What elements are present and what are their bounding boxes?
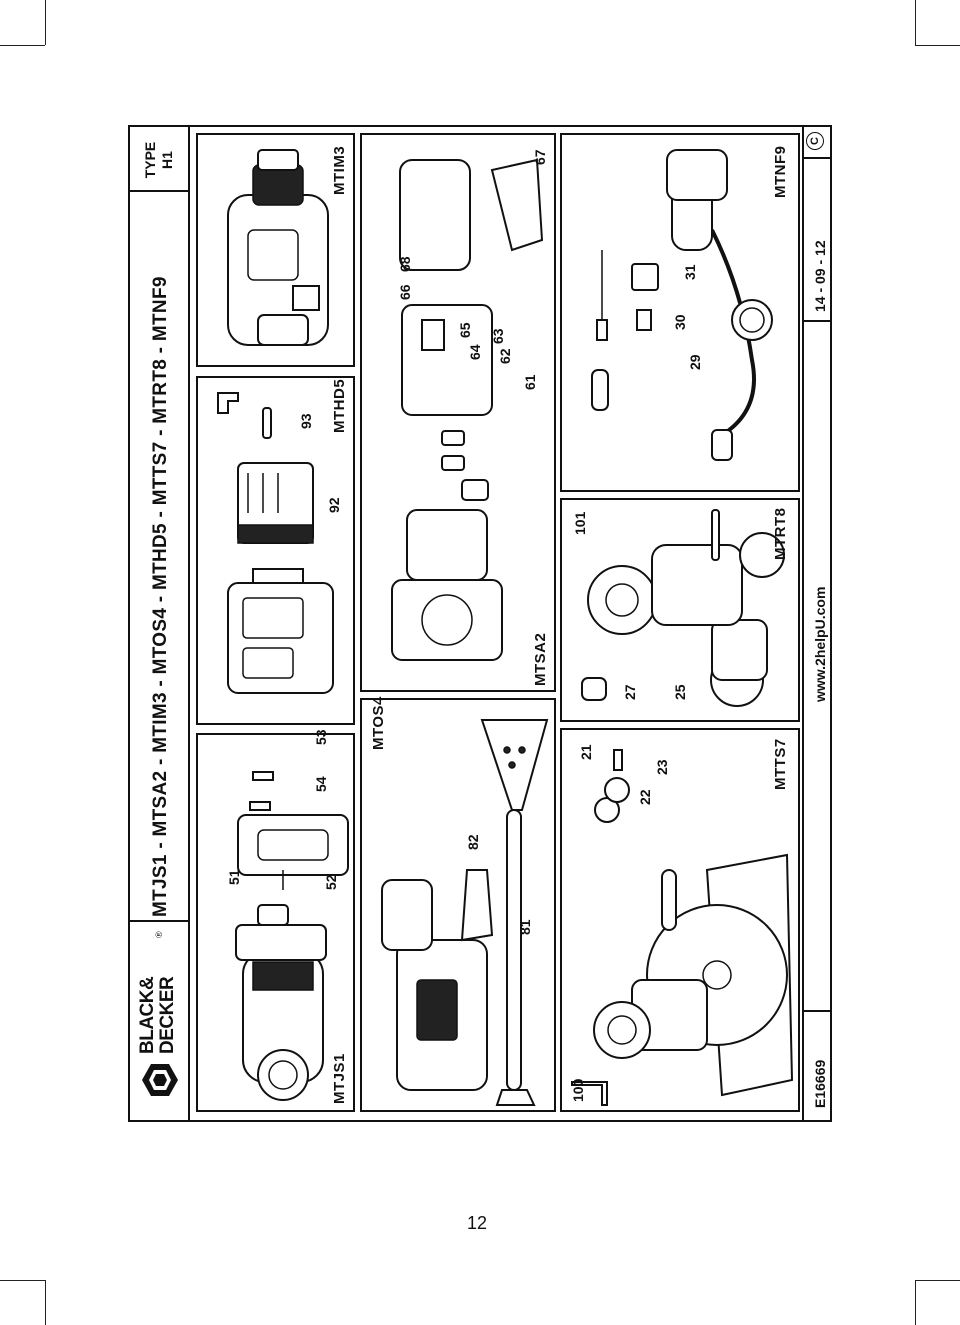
part-number: 101 xyxy=(572,511,588,535)
footer-divider xyxy=(802,157,830,159)
mtts7-drawing xyxy=(571,749,794,1106)
crop-mark xyxy=(915,45,960,46)
crop-mark xyxy=(915,1280,916,1325)
footer-divider xyxy=(802,320,830,322)
mtsa2-drawing xyxy=(391,158,544,661)
part-number: 82 xyxy=(465,834,481,850)
part-number: 27 xyxy=(622,684,638,700)
panel-mtjs1: MTJS1 51 52 53 54 xyxy=(196,729,355,1112)
footer-rule xyxy=(802,125,804,1122)
part-number: 23 xyxy=(654,759,670,775)
panel-label: MTIM3 xyxy=(331,145,348,195)
panel-label: MTHD5 xyxy=(331,378,348,433)
part-number: 65 xyxy=(457,322,473,338)
part-number: 92 xyxy=(326,497,342,513)
crop-mark xyxy=(45,0,46,45)
panel-mtts7: 100 21 22 23 MTTS7 xyxy=(560,728,800,1112)
part-number: 54 xyxy=(313,776,329,792)
revision-date: 14 - 09 - 12 xyxy=(812,240,828,312)
website: www.2helpU.com xyxy=(812,586,828,702)
brand-logo: BLACK& DECKER ® xyxy=(134,925,184,1100)
part-number: 62 xyxy=(497,348,513,364)
type-value: H1 xyxy=(159,151,175,169)
panel-label: MTRT8 xyxy=(772,507,789,561)
document-code: E16669 xyxy=(812,1059,828,1108)
header-divider xyxy=(128,190,188,192)
part-number: 81 xyxy=(517,919,533,935)
panel-label: MTTS7 xyxy=(772,738,789,790)
part-number: 30 xyxy=(672,314,688,330)
part-number: 100 xyxy=(570,1078,586,1102)
mtim3-drawing xyxy=(227,149,329,346)
part-number: 31 xyxy=(682,264,698,280)
mtjs1-drawing xyxy=(235,771,349,1101)
part-number: 52 xyxy=(323,874,339,890)
type-box: TYPE H1 xyxy=(142,135,176,185)
panel-mthd5: 92 93 MTHD5 xyxy=(196,376,355,725)
header-divider xyxy=(128,920,188,922)
mthd5-drawing xyxy=(217,392,334,694)
panel-mtnf9: 29 30 31 MTNF9 xyxy=(560,133,800,492)
copyright-mark: C xyxy=(806,132,824,150)
part-number: 66 xyxy=(397,284,413,300)
part-number: 53 xyxy=(313,729,329,745)
brand-hex-icon xyxy=(142,1064,178,1096)
mtrt8-drawing xyxy=(581,509,785,707)
part-number: 93 xyxy=(298,413,314,429)
panel-mtim3: MTIM3 xyxy=(196,133,355,367)
part-number: 29 xyxy=(687,354,703,370)
part-number: 67 xyxy=(532,149,548,165)
part-number: 25 xyxy=(672,684,688,700)
brand-line1: BLACK& xyxy=(137,976,158,1054)
mtos4-drawing xyxy=(381,719,549,1106)
panel-mtos4: 81 82 MTOS4 xyxy=(360,696,556,1112)
panel-label: MTJS1 xyxy=(331,1053,348,1104)
parts-sheet: BLACK& DECKER ® MTJS1 - MTSA2 - MTIM3 - … xyxy=(128,125,832,1122)
part-number: 68 xyxy=(397,256,413,272)
panel-label: MTSA2 xyxy=(532,632,549,686)
part-number: 61 xyxy=(522,374,538,390)
part-number: 63 xyxy=(490,328,506,344)
type-label: TYPE xyxy=(142,141,158,179)
panel-label: MTNF9 xyxy=(772,145,789,199)
model-title: MTJS1 - MTSA2 - MTIM3 - MTOS4 - MTHD5 - … xyxy=(150,276,171,917)
registered-mark: ® xyxy=(154,931,164,938)
part-number: 64 xyxy=(467,344,483,360)
crop-mark xyxy=(45,1280,46,1325)
panel-mtsa2: MTSA2 61 62 63 64 65 66 67 68 xyxy=(360,133,556,692)
part-number: 22 xyxy=(637,789,653,805)
panel-label: MTOS4 xyxy=(370,696,387,750)
page-number: 12 xyxy=(467,1213,488,1233)
part-number: 21 xyxy=(578,744,594,760)
crop-mark xyxy=(915,0,916,45)
footer-divider xyxy=(802,1010,830,1012)
crop-mark xyxy=(0,45,45,46)
part-number: 51 xyxy=(226,869,242,885)
panel-mtrt8: 25 27 101 MTRT8 xyxy=(560,498,800,722)
crop-mark xyxy=(0,1280,45,1281)
crop-mark xyxy=(915,1280,960,1281)
brand-line2: DECKER xyxy=(157,976,178,1054)
mtnf9-drawing xyxy=(591,149,773,461)
header-rule xyxy=(188,125,190,1122)
